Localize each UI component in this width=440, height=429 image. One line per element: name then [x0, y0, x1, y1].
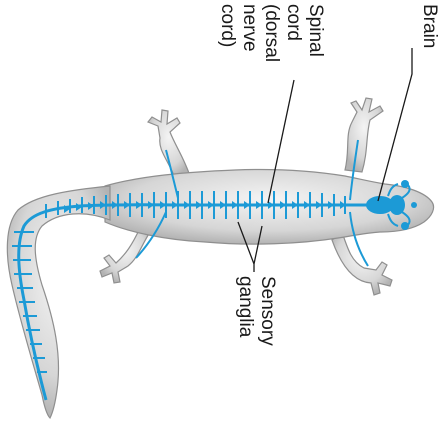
brain-leader-line — [378, 48, 412, 201]
hind-right-leg — [100, 228, 150, 283]
sensory-ganglia-label-line-2: ganglia — [235, 276, 256, 338]
dorsal-nerve-cord-label-line-2: nerve — [239, 4, 260, 52]
front-right-leg — [332, 232, 392, 295]
hind-left-leg — [148, 110, 190, 178]
front-left-leg — [345, 98, 383, 172]
sensory-ganglia-label-line-1: Sensory — [257, 276, 278, 346]
spinal-cord-label-line-1: Spinal — [305, 4, 326, 57]
label-spinal-cord: Spinal cord (dorsal nerve cord) — [217, 4, 326, 62]
brain-label: Brain — [419, 4, 440, 48]
dorsal-nerve-cord-label-line-3: cord) — [217, 4, 238, 47]
label-sensory-ganglia: Sensory ganglia — [235, 276, 278, 346]
spinal-cord-label-line-2: cord — [283, 4, 304, 41]
salamander-body — [7, 98, 433, 418]
label-brain: Brain — [419, 4, 440, 48]
dorsal-nerve-cord-label-line-1: (dorsal — [261, 4, 282, 62]
